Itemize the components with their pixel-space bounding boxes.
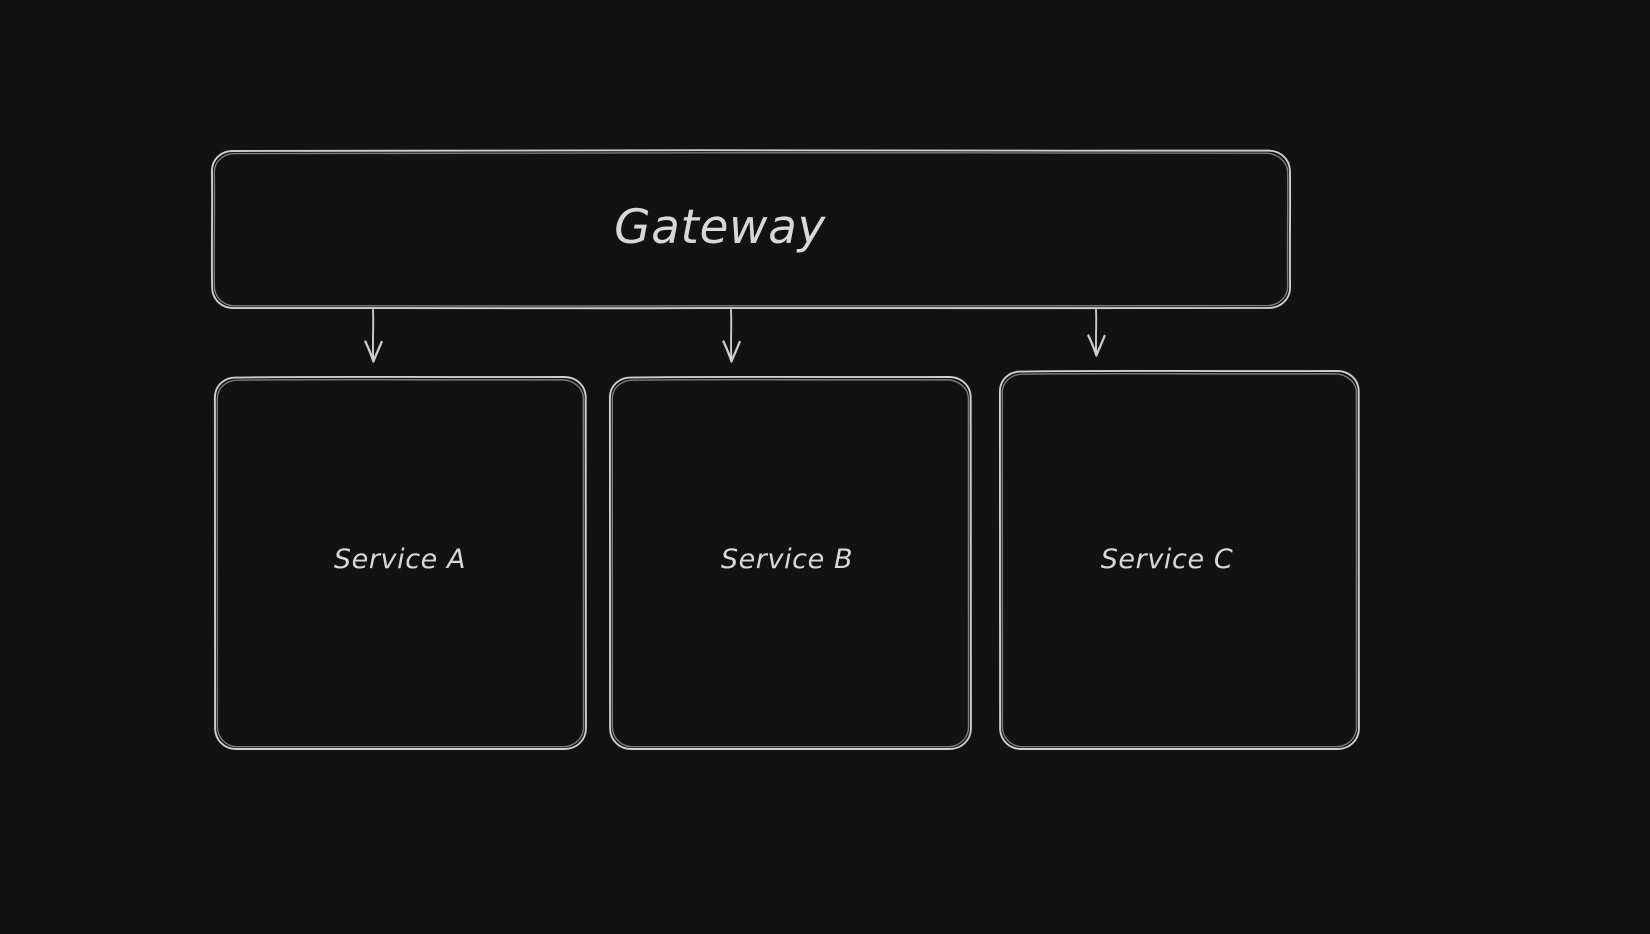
gateway-label: Gateway: [614, 200, 826, 255]
service-a-box-outline-echo: [216, 378, 585, 748]
edge-arrowhead-c: [1087, 334, 1106, 357]
service-c-label: Service C: [1101, 544, 1234, 575]
service-b-box-outline: [608, 375, 972, 751]
edge-arrowhead-b: [722, 340, 741, 363]
gateway-box-outline: [210, 149, 1292, 310]
edge-gateway-to-service-c: [1087, 309, 1106, 357]
edge-gateway-to-service-a: [364, 309, 383, 363]
edge-arrowhead-a: [364, 340, 383, 363]
service-b-box-outline-echo: [611, 378, 970, 748]
service-c-box-outline: [998, 369, 1360, 751]
node-service-a[interactable]: Service A: [213, 375, 587, 751]
node-gateway[interactable]: Gateway: [210, 149, 1292, 310]
service-c-box-outline-echo: [1001, 372, 1358, 748]
service-a-label: Service A: [334, 544, 466, 575]
node-service-b[interactable]: Service B: [608, 375, 972, 751]
node-service-c[interactable]: Service C: [998, 369, 1360, 751]
edge-gateway-to-service-b: [722, 309, 741, 363]
service-b-label: Service B: [721, 544, 853, 575]
service-a-box-outline: [213, 375, 587, 751]
gateway-box-outline-echo: [213, 151, 1289, 307]
